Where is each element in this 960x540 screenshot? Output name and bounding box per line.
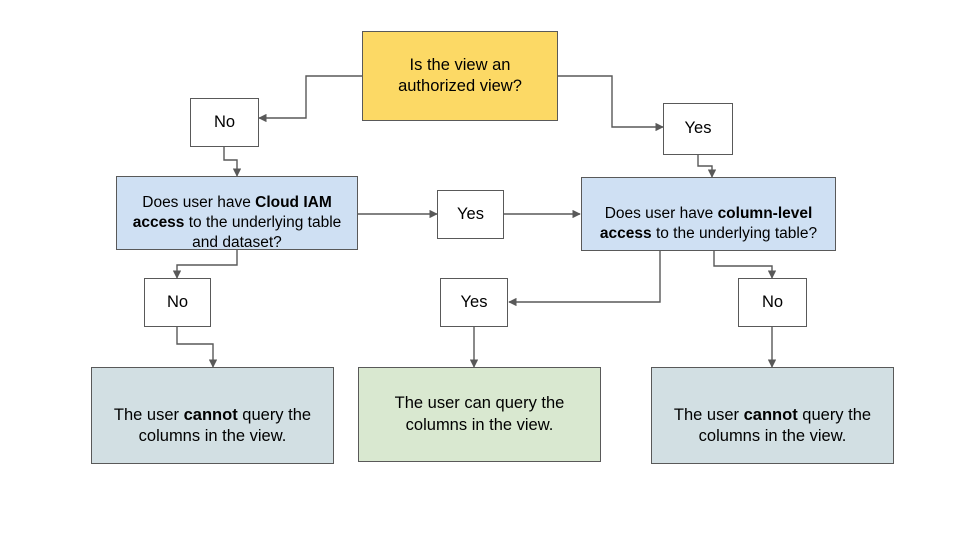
edge-column-to-no: [713, 251, 777, 279]
node-branch-no-right-label: No: [761, 292, 784, 311]
node-column-question-label: Does user have column-level access to th…: [582, 184, 835, 243]
edge-start-to-no: [258, 75, 362, 123]
node-result-cannot-right[interactable]: The user cannot query the columns in the…: [651, 367, 894, 464]
node-result-cannot-right-label: The user cannot query the columns in the…: [652, 384, 893, 447]
edge-no-to-cannot-left: [176, 327, 218, 368]
edge-iam-to-no: [172, 250, 238, 279]
iam-q-part-3: to the underlying table and dataset?: [184, 214, 342, 251]
node-branch-yes-middle-label: Yes: [457, 204, 484, 223]
col-q-part-3: to the underlying table?: [651, 224, 818, 242]
node-branch-yes-top-label: Yes: [684, 119, 712, 138]
node-result-cannot-left-label: The user cannot query the columns in the…: [92, 384, 333, 447]
res-right-part-3: query the columns in the view.: [698, 405, 872, 446]
node-branch-no-top-label: No: [213, 112, 236, 131]
node-start-question-label: Is the view an authorized view?: [398, 55, 522, 95]
iam-q-part-2: Cloud IAM access: [132, 194, 332, 231]
edge-yes-to-column: [697, 155, 717, 178]
col-q-part-1: Does user have: [604, 205, 718, 223]
res-right-part-2: cannot: [743, 405, 798, 424]
node-start-question[interactable]: Is the view an authorized view?: [362, 31, 558, 121]
node-iam-question[interactable]: Does user have Cloud IAM access to the u…: [116, 173, 358, 252]
col-q-part-2: column-level access: [599, 205, 813, 242]
node-iam-question-label: Does user have Cloud IAM access to the u…: [117, 173, 357, 252]
node-result-can[interactable]: The user can query the columns in the vi…: [358, 367, 601, 462]
edge-start-to-yes: [558, 75, 664, 132]
node-branch-no-left-label: No: [166, 292, 189, 311]
res-right-part-1: The user: [673, 405, 744, 424]
node-branch-yes-bottom-label: Yes: [460, 292, 488, 311]
edge-column-to-yes: [508, 251, 661, 307]
node-branch-no-top[interactable]: No: [190, 98, 259, 147]
edge-no-to-iam: [223, 147, 242, 177]
res-left-part-3: query the columns in the view.: [138, 405, 312, 446]
node-result-cannot-left[interactable]: The user cannot query the columns in the…: [91, 367, 334, 464]
node-branch-yes-middle[interactable]: Yes: [437, 190, 504, 239]
node-branch-yes-bottom[interactable]: Yes: [440, 278, 508, 327]
node-branch-yes-top[interactable]: Yes: [663, 103, 733, 155]
res-left-part-2: cannot: [183, 405, 238, 424]
iam-q-part-1: Does user have: [142, 194, 256, 212]
node-branch-no-left[interactable]: No: [144, 278, 211, 327]
node-result-can-label: The user can query the columns in the vi…: [394, 394, 565, 434]
node-branch-no-right[interactable]: No: [738, 278, 807, 327]
res-left-part-1: The user: [113, 405, 184, 424]
node-column-question[interactable]: Does user have column-level access to th…: [581, 177, 836, 251]
